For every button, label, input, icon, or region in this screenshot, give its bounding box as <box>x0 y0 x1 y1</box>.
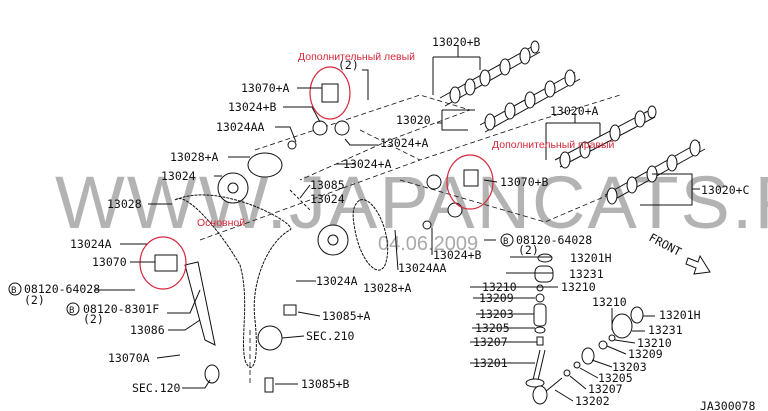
quantity-label: (2) <box>24 293 45 307</box>
part-labels: 13020+B (2) 13070+A 13024+B 13024AA 1302… <box>8 35 755 411</box>
highlight-left-tensioner <box>309 66 351 120</box>
bracket-13020 <box>437 109 475 131</box>
chain-guide-13086 <box>184 261 216 346</box>
part-label: 13024A <box>316 274 358 288</box>
watermark-date: 04.06.2009 <box>378 233 478 255</box>
part-label: 13231 <box>648 323 683 337</box>
part-label: 13070 <box>92 255 127 269</box>
part-label: 13020+B <box>432 35 481 49</box>
part-label: 13201H <box>570 251 612 265</box>
part-label: 13070+A <box>241 81 290 95</box>
part-label: 13085+A <box>322 309 371 323</box>
part-label: 13028+A <box>170 150 219 164</box>
part-label: 13210 <box>482 280 517 294</box>
highlight-right-tensioner <box>446 154 494 210</box>
valve-assembly-right <box>532 306 644 405</box>
part-label: 13205 <box>598 371 633 385</box>
b-circle-icon <box>66 302 80 316</box>
part-label: 13085 <box>310 178 345 192</box>
part-label: 13020+A <box>550 104 599 118</box>
part-label: 13202 <box>575 394 610 408</box>
diagram-code: JA300078 <box>700 399 755 411</box>
part-label: 13207 <box>473 335 508 349</box>
camshaft-13020 <box>479 69 581 133</box>
main-timing-chain <box>174 194 292 368</box>
part-label: 13024+A <box>343 157 392 171</box>
part-label: 13203 <box>612 360 647 374</box>
part-label: 13209 <box>479 291 514 305</box>
part-label: 13028+A <box>363 281 412 295</box>
tensioner-13070-a <box>321 83 339 103</box>
b-mark: B <box>69 306 74 316</box>
quantity-label: (2) <box>83 312 104 326</box>
secondary-chain <box>352 199 389 271</box>
part-label: 13210 <box>637 336 672 350</box>
annotation-main: Основной <box>197 217 245 229</box>
part-label: 13207 <box>588 382 623 396</box>
part-label: 13070+B <box>500 175 549 189</box>
bracket-13020-c <box>640 173 700 206</box>
b-mark: B <box>11 286 16 296</box>
part-label: 13024 <box>310 192 345 206</box>
part-label: 13024AA <box>398 261 447 275</box>
part-label: 13209 <box>628 347 663 361</box>
part-label: 13024 <box>161 169 196 183</box>
part-13085-a <box>283 304 297 316</box>
part-label: 13201H <box>659 308 701 322</box>
bracket-13020-a <box>545 113 601 160</box>
b-circle-icon <box>8 282 22 296</box>
bolt-label: 08120-8301F <box>83 302 159 316</box>
part-label: 13210 <box>592 295 627 309</box>
part-label: 13024AA <box>216 120 265 134</box>
part-label: 13085+B <box>301 377 350 391</box>
part-label: 13020+C <box>701 183 750 197</box>
part-label: 13020 <box>396 113 431 127</box>
bolt-label: 08120-64028 <box>24 282 100 296</box>
part-label: 13024+B <box>228 100 277 114</box>
part-label: 13028 <box>107 197 142 211</box>
part-label: 13024+B <box>433 248 482 262</box>
part-13085-b <box>264 377 274 393</box>
part-label: 13231 <box>569 267 604 281</box>
part-label: 13024A <box>70 237 112 251</box>
b-circle-icon <box>500 233 514 247</box>
bracket-13020-b <box>432 45 481 95</box>
sec-210-part <box>257 325 283 351</box>
leader-lines <box>95 69 655 402</box>
tensioner-13070-b <box>463 169 479 187</box>
camshaft-13020-c <box>604 139 706 205</box>
quantity-label: (2) <box>338 58 359 72</box>
annotation-left-extra: Дополнительный левый <box>298 51 415 63</box>
front-arrow-icon <box>685 254 711 275</box>
part-label: 13024+A <box>380 136 429 150</box>
part-label: 13086 <box>130 323 165 337</box>
sec-120-part <box>204 364 220 384</box>
part-label: 13203 <box>479 307 514 321</box>
b-mark: B <box>503 237 508 247</box>
highlight-main-tensioner <box>139 236 187 290</box>
part-label: 13201 <box>473 356 508 370</box>
section-label: SEC.120 <box>132 381 181 395</box>
camshaft-13020-b <box>439 40 541 107</box>
section-label: SEC.210 <box>306 329 355 343</box>
part-label: 13070A <box>108 351 150 365</box>
part-label: 13205 <box>475 321 510 335</box>
tensioner-13070 <box>154 254 178 272</box>
valve-assembly-left <box>525 253 554 388</box>
bolt-label: 08120-64028 <box>516 233 592 247</box>
part-label: 13210 <box>561 280 596 294</box>
sprockets <box>217 120 463 256</box>
quantity-label: (2) <box>518 243 539 257</box>
annotation-right-extra: Дополнительный правый <box>492 139 615 151</box>
camshaft-13020-a <box>554 105 657 169</box>
